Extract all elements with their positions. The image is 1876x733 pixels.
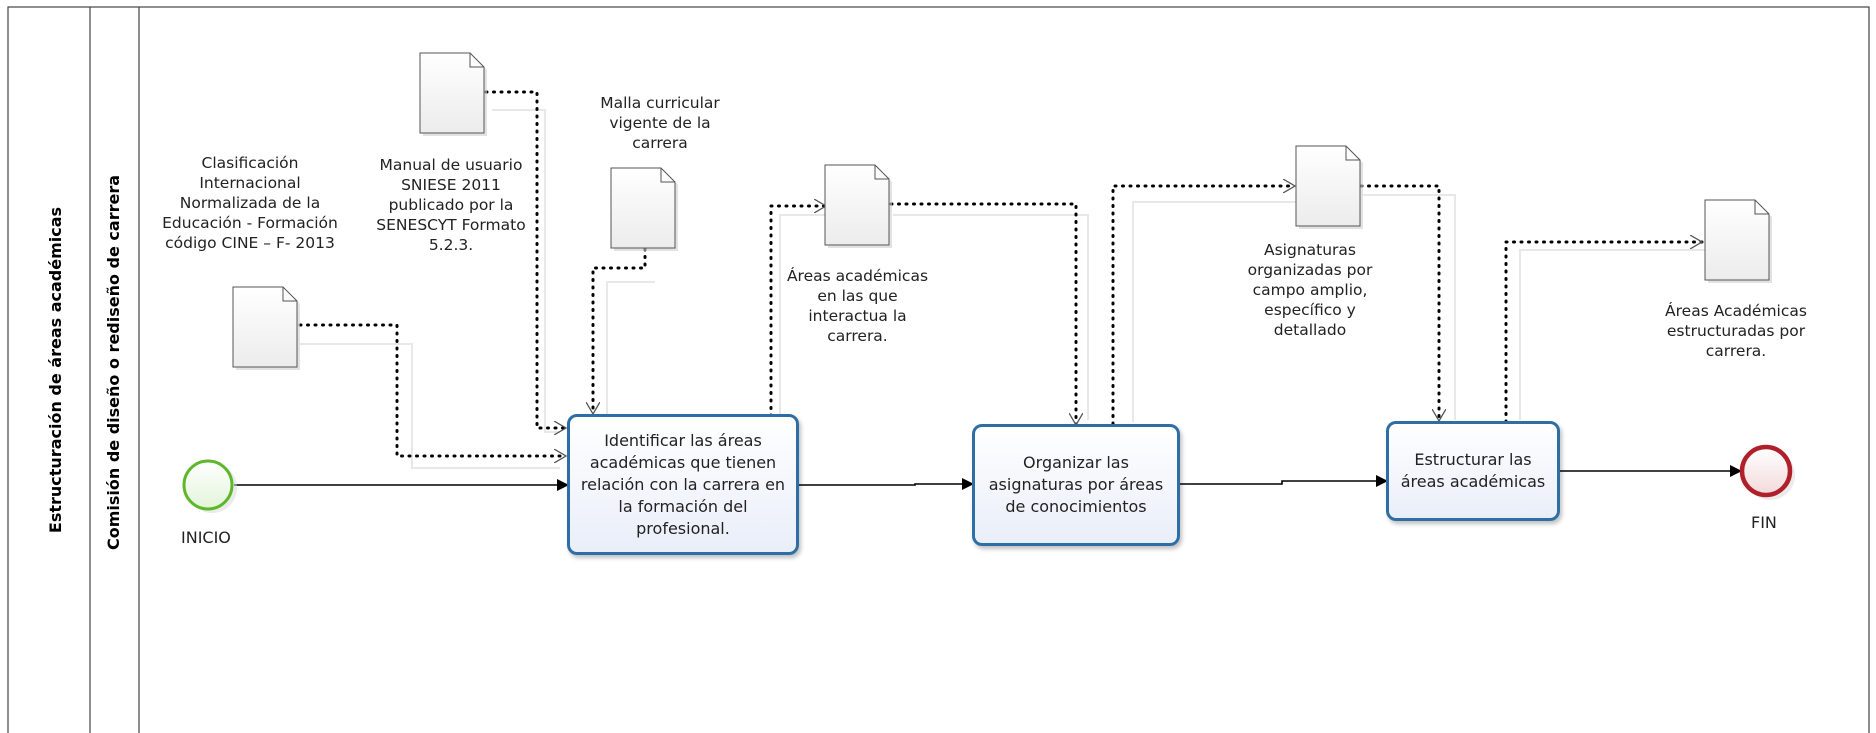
task-estructurar-areas[interactable]: Estructurar las áreas académicas (1386, 421, 1560, 521)
task-identificar-areas[interactable]: Identificar las áreas académicas que tie… (567, 414, 799, 555)
flow-task1-to-task2 (799, 478, 974, 490)
document-label: Malla curricular vigente de la carrera (600, 94, 720, 152)
document-icon (1295, 145, 1363, 229)
assoc-doc5-to-task3 (1359, 184, 1439, 423)
lane-label: Comisión de diseño o rediseño de carrera (104, 174, 123, 550)
assoc-task3-to-doc6 (1504, 242, 1704, 424)
document-icon (824, 164, 892, 248)
document-icons (232, 52, 1772, 370)
document-label: Clasificación Internacional Normalizada … (162, 154, 338, 252)
assoc-doc2-to-task1 (484, 90, 568, 428)
assoc-doc3-to-task1 (593, 247, 647, 416)
document-icon (610, 167, 678, 251)
document-icon (1704, 199, 1772, 283)
document-label: Áreas académicas en las que interactua l… (786, 267, 929, 345)
pool-label: Estructuración de áreas académicas (46, 206, 65, 534)
assoc-task1-to-doc4 (769, 206, 828, 418)
association-flows (298, 90, 1704, 456)
document-label: Áreas Académicas estructuradas por carre… (1665, 302, 1807, 360)
sequence-flows (234, 465, 1742, 491)
assoc-doc4-to-task2 (889, 202, 1076, 427)
pool-border (7, 6, 1870, 733)
task-organizar-asignaturas[interactable]: Organizar las asignaturas por áreas de c… (972, 424, 1180, 546)
start-event (182, 459, 237, 513)
document-icon (232, 286, 300, 370)
connector-shadows (300, 109, 1705, 469)
flow-task2-to-task3 (1180, 475, 1388, 487)
assoc-task2-to-doc5 (1111, 186, 1297, 426)
document-label: Asignaturas organizadas por campo amplio… (1247, 241, 1373, 339)
end-event-label: FIN (1751, 513, 1777, 532)
document-icon (419, 52, 487, 136)
document-label: Manual de usuario SNIESE 2011 publicado … (376, 156, 526, 254)
start-event-label: INICIO (181, 528, 231, 547)
end-event (1739, 444, 1795, 500)
